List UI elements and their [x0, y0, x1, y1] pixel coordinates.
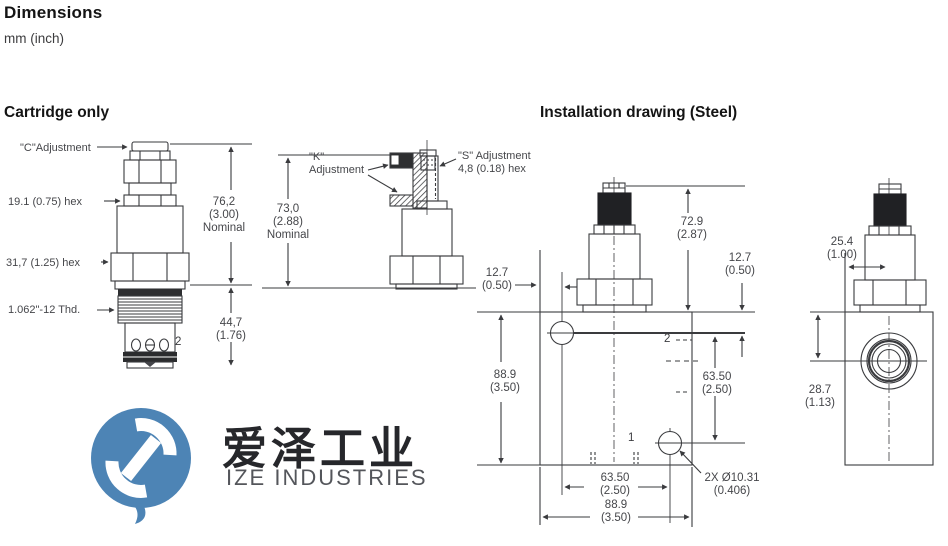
hole-edge-offset-left-dim: 12.7 (0.50) — [481, 267, 513, 292]
thread-label: 1.062"-12 Thd. — [8, 304, 81, 316]
overall-height-dim: 76,2 (3.00) Nominal — [202, 196, 246, 234]
nominal-height-dim: 73,0 (2.88) Nominal — [266, 203, 310, 241]
cartridge-drawing — [97, 141, 252, 369]
block-height-dim: 88.9 (3.50) — [489, 369, 521, 394]
units-note: mm (inch) — [4, 31, 64, 46]
installation-port2-label: 2 — [664, 333, 671, 345]
mounting-holes-note: 2X Ø10.31 (0.406) — [704, 472, 760, 497]
installation-front-drawing — [477, 177, 755, 527]
lower-length-dim: 44,7 (1.76) — [215, 317, 247, 342]
hole-spacing-vertical-dim: 63.50 (2.50) — [701, 371, 733, 396]
s-adjustment-label: "S" Adjustment 4,8 (0.18) hex — [458, 150, 531, 175]
port-depth-dim: 28.7 (1.13) — [804, 384, 836, 409]
hole-spacing-horizontal-dim: 63.50 (2.50) — [599, 472, 631, 497]
installation-port1-label: 1 — [628, 432, 635, 444]
page-title: Dimensions — [4, 3, 103, 22]
stem-offset-dim: 25.4 (1.00) — [826, 236, 858, 261]
k-adjustment-label: "K" Adjustment — [309, 151, 365, 176]
cartridge-section-title: Cartridge only — [4, 104, 110, 121]
hex-large-label: 31,7 (1.25) hex — [6, 257, 80, 269]
stem-height-dim: 72.9 (2.87) — [676, 216, 708, 241]
adjustment-drawing — [262, 140, 476, 290]
block-width-dim: 88.9 (3.50) — [600, 499, 632, 524]
installation-side-drawing — [810, 178, 934, 466]
watermark-cn: 爱泽工业 — [222, 422, 419, 475]
c-adjustment-label: "C"Adjustment — [20, 142, 91, 154]
hex-small-label: 19.1 (0.75) hex — [8, 196, 82, 208]
watermark-en: IZE INDUSTRIES — [226, 465, 428, 490]
port-edge-offset-right-dim: 12.7 (0.50) — [724, 252, 756, 277]
installation-section-title: Installation drawing (Steel) — [540, 104, 738, 121]
cartridge-port2-label: 2 — [175, 336, 182, 348]
